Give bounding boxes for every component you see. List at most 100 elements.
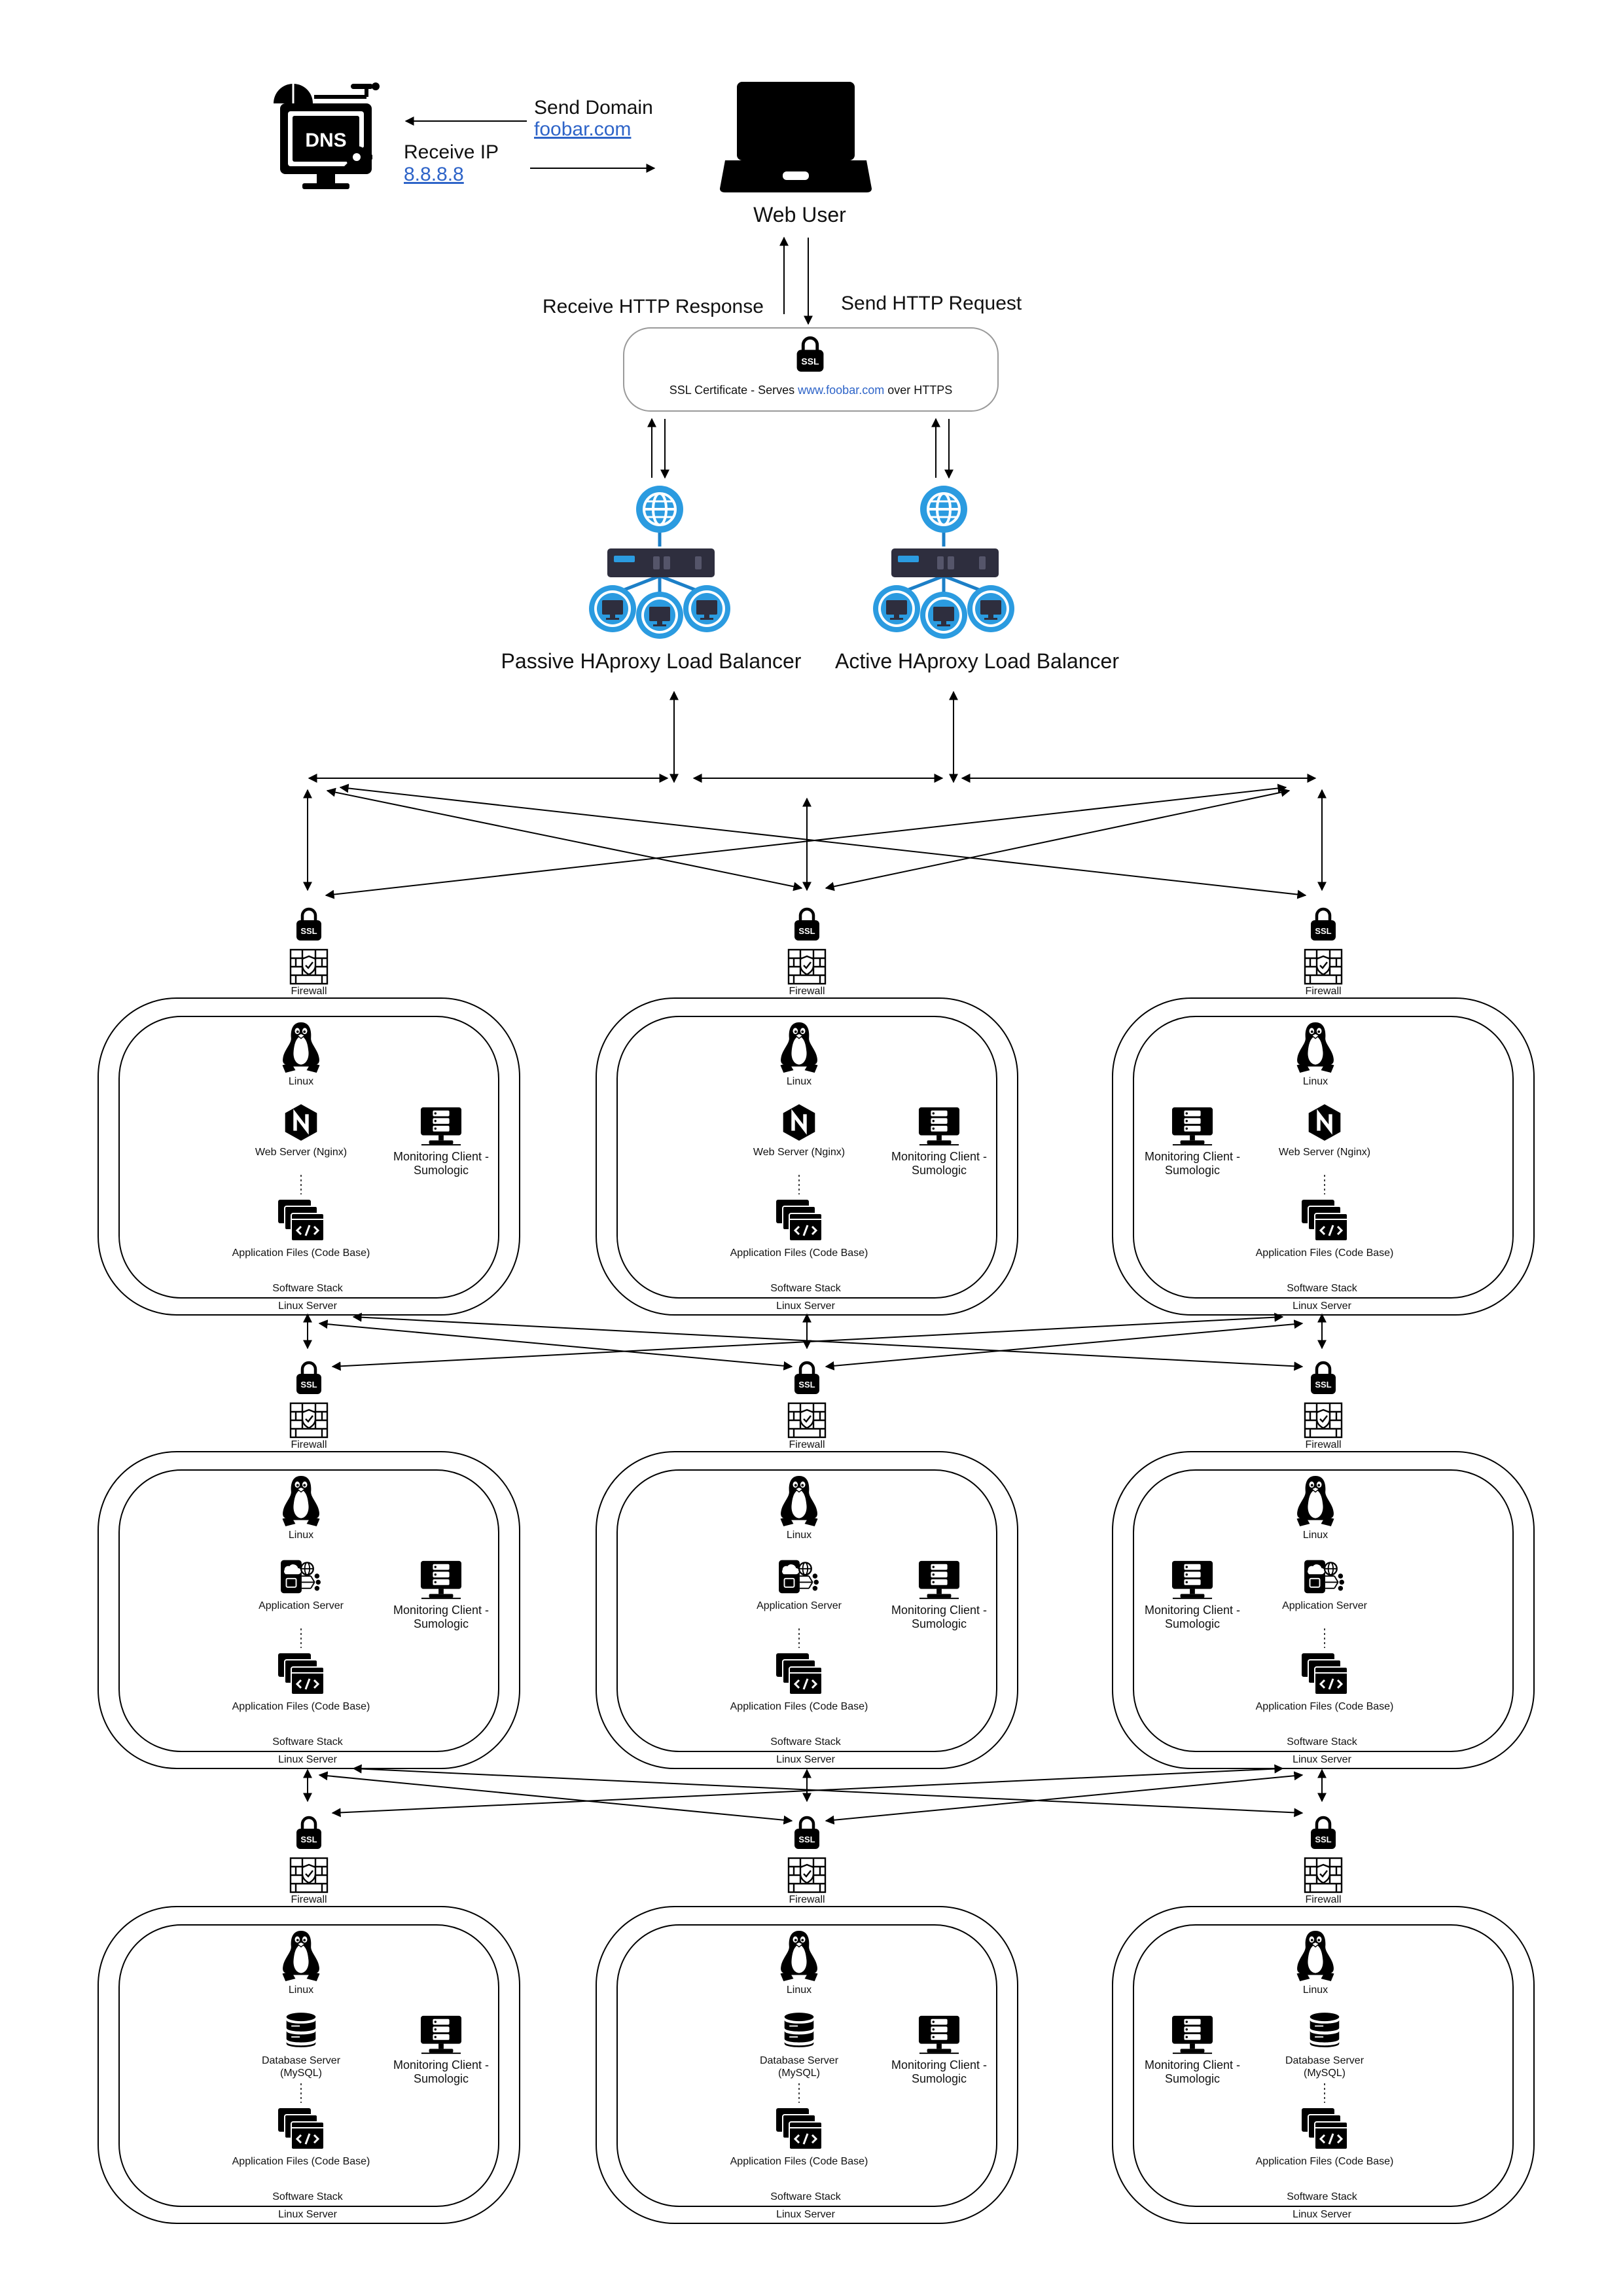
- nginx-icon: [783, 1104, 815, 1141]
- linux-server-container: [1112, 1906, 1535, 2224]
- firewall-label: Firewall: [291, 1439, 327, 1450]
- service-label: Application Server: [757, 1600, 842, 1611]
- app-files-label: Application Files (Code Base): [232, 2156, 370, 2167]
- software-stack-container: [118, 1469, 499, 1752]
- linux-server-label: Linux Server: [1293, 2209, 1351, 2220]
- ssl-lock-icon: [1311, 1363, 1336, 1394]
- firewall-icon: [787, 1857, 827, 1893]
- monitoring-icon: [1171, 1106, 1214, 1146]
- linux-label: Linux: [1302, 1076, 1329, 1087]
- ssl-badge-text: SSL: [801, 356, 819, 367]
- monitoring-icon: [1171, 2015, 1214, 2054]
- firewall-label: Firewall: [1305, 1894, 1342, 1905]
- linux-label: Linux: [1302, 1530, 1329, 1541]
- software-stack-container: [1133, 1469, 1514, 1752]
- app-files-label: Application Files (Code Base): [232, 1247, 370, 1259]
- linux-server-container: [596, 1906, 1018, 2224]
- software-stack-label: Software Stack: [1287, 2191, 1357, 2202]
- ssl-lock-icon: [1311, 1818, 1336, 1849]
- ssl-certificate-box: SSL SSL Certificate - Serves www.foobar.…: [623, 327, 999, 412]
- firewall-label: Firewall: [1305, 1439, 1342, 1450]
- monitoring-label: Monitoring Client - Sumologic: [1144, 1150, 1241, 1177]
- firewall-label: Firewall: [789, 1894, 825, 1905]
- service-label: Application Server: [1282, 1600, 1367, 1611]
- monitoring-icon: [918, 2015, 961, 2054]
- firewall-icon: [289, 1857, 329, 1893]
- monitoring-label: Monitoring Client - Sumologic: [891, 1604, 988, 1630]
- software-stack-label: Software Stack: [272, 1283, 343, 1294]
- app-files-label: Application Files (Code Base): [1255, 1247, 1394, 1259]
- linux-server-label: Linux Server: [1293, 1754, 1351, 1765]
- firewall-icon: [289, 1402, 329, 1439]
- receive-ip-label: Receive IP: [404, 141, 499, 163]
- linux-server-label: Linux Server: [278, 1754, 337, 1765]
- active-load-balancer-label: Active HAproxy Load Balancer: [835, 649, 1119, 673]
- firewall-icon: [1304, 948, 1343, 985]
- linux-icon: [779, 1022, 819, 1073]
- app-server-icon: [1303, 1559, 1346, 1594]
- ssl-lock-icon: [296, 1818, 321, 1849]
- app-files-label: Application Files (Code Base): [232, 1701, 370, 1712]
- linux-icon: [281, 1022, 321, 1073]
- service-label: Web Server (Nginx): [753, 1147, 846, 1158]
- send-http-request-label: Send HTTP Request: [841, 293, 1022, 314]
- active-load-balancer-icon: [873, 486, 1014, 639]
- nginx-icon: [285, 1104, 317, 1141]
- ssl-lock-icon: [794, 1818, 819, 1849]
- web-user-label: Web User: [753, 203, 846, 226]
- linux-icon: [1296, 1022, 1335, 1073]
- linux-server-container: [98, 1906, 520, 2224]
- database-icon: [285, 2012, 317, 2048]
- laptop-icon: [720, 82, 872, 192]
- app-files-label: Application Files (Code Base): [730, 1701, 868, 1712]
- software-stack-label: Software Stack: [770, 1736, 841, 1748]
- firewall-label: Firewall: [291, 986, 327, 997]
- send-domain-label: Send Domain: [534, 97, 653, 118]
- ssl-lock-icon: [794, 909, 819, 941]
- software-stack-container: [118, 1924, 499, 2207]
- firewall-label: Firewall: [291, 1894, 327, 1905]
- linux-server-container: [98, 997, 520, 1316]
- software-stack-container: [1133, 1924, 1514, 2207]
- firewall-icon: [787, 948, 827, 985]
- linux-server-label: Linux Server: [278, 2209, 337, 2220]
- linux-server-container: [1112, 997, 1535, 1316]
- monitoring-icon: [419, 2015, 463, 2054]
- firewall-icon: [289, 948, 329, 985]
- app-server-icon: [279, 1559, 322, 1594]
- service-label: Database Server (MySQL): [261, 2055, 341, 2079]
- software-stack-label: Software Stack: [1287, 1283, 1357, 1294]
- monitoring-icon: [419, 1560, 463, 1600]
- linux-label: Linux: [786, 1076, 812, 1087]
- ssl-caption-domain[interactable]: www.foobar.com: [798, 384, 885, 397]
- linux-icon: [281, 1475, 321, 1527]
- linux-label: Linux: [288, 1530, 314, 1541]
- software-stack-container: [616, 1469, 997, 1752]
- linux-icon: [1296, 1475, 1335, 1527]
- ssl-lock-icon: [296, 909, 321, 941]
- linux-label: Linux: [786, 1984, 812, 1996]
- firewall-label: Firewall: [1305, 986, 1342, 997]
- software-stack-label: Software Stack: [770, 1283, 841, 1294]
- passive-load-balancer-icon: [589, 486, 730, 639]
- linux-server-container: [1112, 1451, 1535, 1769]
- monitoring-label: Monitoring Client - Sumologic: [393, 2058, 490, 2085]
- software-stack-container: [1133, 1016, 1514, 1299]
- linux-server-label: Linux Server: [776, 1754, 835, 1765]
- software-stack-label: Software Stack: [272, 2191, 343, 2202]
- linux-icon: [1296, 1930, 1335, 1982]
- receive-http-response-label: Receive HTTP Response: [543, 296, 764, 317]
- app-files-icon: [1300, 1652, 1349, 1696]
- monitoring-label: Monitoring Client - Sumologic: [393, 1150, 490, 1177]
- dns-label: DNS: [305, 130, 346, 151]
- receive-ip-value[interactable]: 8.8.8.8: [404, 164, 464, 185]
- service-label: Database Server (MySQL): [1285, 2055, 1364, 2079]
- software-stack-label: Software Stack: [272, 1736, 343, 1748]
- software-stack-container: [616, 1016, 997, 1299]
- send-domain-value[interactable]: foobar.com: [534, 118, 632, 140]
- app-files-label: Application Files (Code Base): [730, 1247, 868, 1259]
- app-files-label: Application Files (Code Base): [730, 2156, 868, 2167]
- nginx-icon: [1309, 1104, 1341, 1141]
- software-stack-label: Software Stack: [770, 2191, 841, 2202]
